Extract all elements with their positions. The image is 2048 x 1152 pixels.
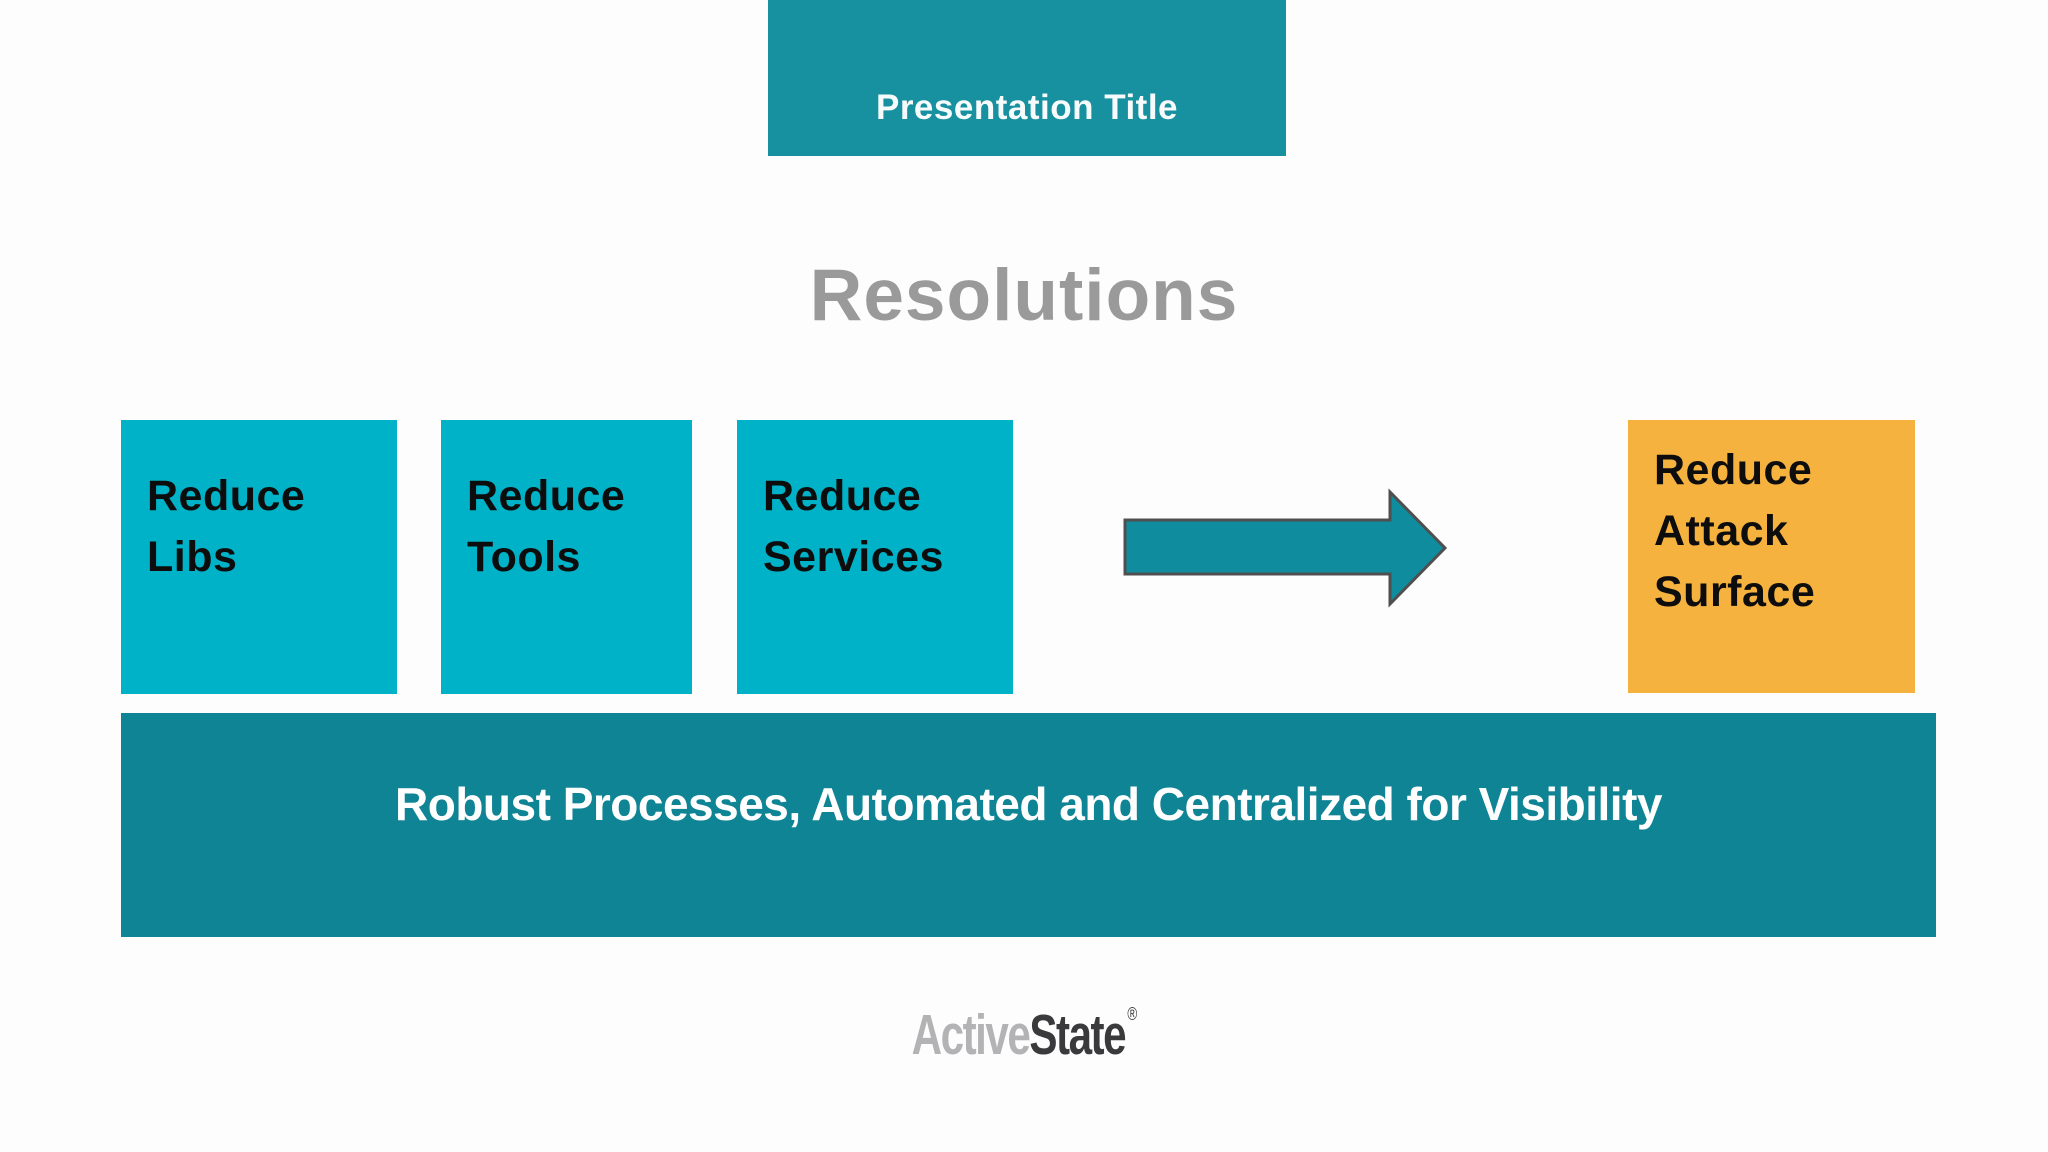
reduce-services-label: Reduce Services [763, 472, 944, 582]
right-arrow-icon [1118, 486, 1452, 610]
bottom-banner: Robust Processes, Automated and Centrali… [121, 713, 1936, 937]
logo-part-active: Active [911, 1003, 1030, 1067]
reduce-attack-surface-label: Reduce Attack Surface [1654, 446, 1816, 617]
right-arrow-svg [1123, 488, 1448, 608]
logo-part-state: State [1028, 1003, 1126, 1067]
presentation-title-box: Presentation Title [768, 0, 1286, 156]
reduce-libs-label: Reduce Libs [147, 472, 306, 582]
slide-title: Resolutions [809, 255, 1239, 336]
reduce-attack-surface-box: Reduce Attack Surface [1628, 420, 1915, 693]
right-arrow-shape [1123, 488, 1448, 608]
registered-trademark-icon: ® [1126, 1004, 1137, 1024]
presentation-title: Presentation Title [875, 88, 1179, 127]
reduce-tools-box: Reduce Tools [441, 420, 692, 694]
bottom-banner-text: Robust Processes, Automated and Centrali… [395, 778, 1662, 830]
reduce-services-box: Reduce Services [737, 420, 1013, 694]
reduce-libs-box: Reduce Libs [121, 420, 397, 694]
reduce-tools-label: Reduce Tools [467, 472, 626, 582]
activestate-logo: ActiveState® [0, 1002, 2048, 1068]
activestate-logo-text: ActiveState® [911, 1002, 1137, 1068]
